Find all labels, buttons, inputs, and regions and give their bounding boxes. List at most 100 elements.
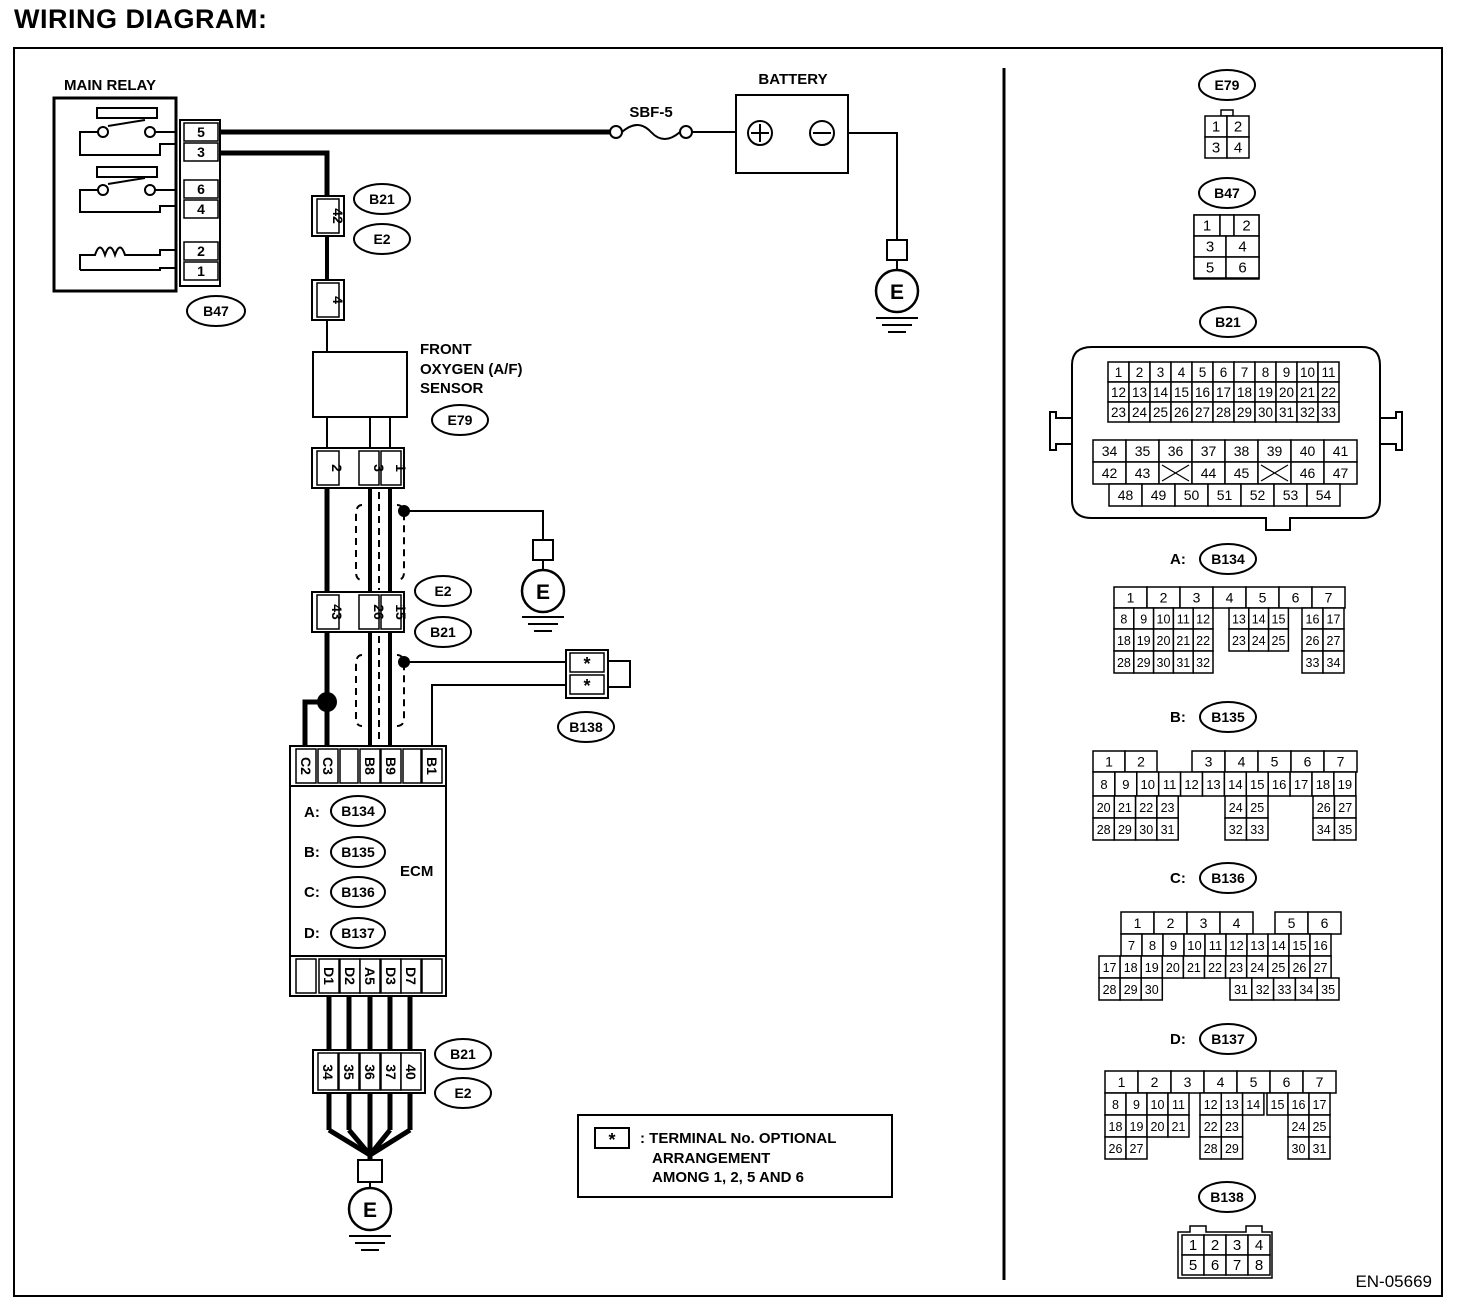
- ecm-pin: C3: [320, 757, 336, 775]
- connector-pin: 52: [1250, 487, 1266, 503]
- connector-pin: 14: [1153, 385, 1169, 400]
- connector-pin: 7: [1316, 1074, 1324, 1090]
- ecm-pin: B1: [424, 757, 440, 775]
- connector-pin: 10: [1187, 938, 1201, 953]
- connector-pin: 5: [1199, 365, 1207, 380]
- ground-icon: [520, 568, 566, 614]
- main-relay-label: MAIN RELAY: [64, 77, 156, 94]
- connector-pin: 24: [1292, 1120, 1306, 1134]
- connector-pin: 49: [1151, 487, 1167, 503]
- connector-pin: 13: [1206, 777, 1220, 792]
- joint-pin: 37: [383, 1064, 399, 1080]
- connector-tag-label: B135: [1211, 709, 1245, 725]
- sensor-pin: 1: [393, 464, 409, 472]
- connector-pin: 2: [1151, 1074, 1159, 1090]
- connector-pin: 15: [1292, 938, 1306, 953]
- connector-pin: 11: [1172, 1098, 1185, 1112]
- connector-pin: 3: [1193, 590, 1201, 606]
- connector-pin: 33: [1306, 656, 1320, 670]
- connector-pin: 24: [1252, 634, 1266, 648]
- note-line: : TERMINAL No. OPTIONAL: [640, 1130, 836, 1147]
- connector-pin: 33: [1250, 823, 1264, 837]
- connector-pin: 19: [1145, 961, 1159, 975]
- connector-pin: 37: [1201, 443, 1217, 459]
- connector-pin: 1: [1118, 1074, 1126, 1090]
- plug-pin: *: [583, 676, 590, 696]
- battery-minus-icon: [809, 120, 835, 146]
- connector-pin: 3: [1200, 915, 1208, 931]
- connector-pin: 10: [1141, 777, 1155, 792]
- connector-pin: 3: [1206, 239, 1214, 256]
- plug-pin: *: [583, 654, 590, 674]
- connector-pin: 4: [1226, 590, 1234, 606]
- connector-pin: 17: [1294, 777, 1308, 792]
- connector-pin: 23: [1111, 405, 1126, 420]
- connector-pin: 6: [1292, 590, 1300, 606]
- connector-pin: 29: [1118, 823, 1132, 837]
- ground-icon: [874, 268, 920, 314]
- ecm-row-letter: B:: [304, 844, 320, 861]
- connector-pin: 23: [1232, 634, 1246, 648]
- ground-label: E: [890, 281, 904, 304]
- connector-pin: 1: [1115, 365, 1123, 380]
- connector-pin: 26: [1109, 1142, 1123, 1156]
- wires-joint-to-ecm: [302, 632, 566, 746]
- connector-pin: 6: [1283, 1074, 1291, 1090]
- connector-pin: 20: [1157, 634, 1171, 648]
- battery: BATTERY: [735, 71, 898, 240]
- connector-pin: 15: [1272, 613, 1286, 627]
- connector-pin: 25: [1271, 961, 1285, 975]
- connector-pin: 28: [1117, 656, 1131, 670]
- connector-pin: 5: [1206, 260, 1214, 277]
- connector-pin: 18: [1109, 1120, 1123, 1134]
- connector-pin: 5: [1250, 1074, 1258, 1090]
- connector-letter: B:: [1170, 709, 1186, 726]
- connector-pin: 16: [1272, 777, 1286, 792]
- connector-pin: 28: [1097, 823, 1111, 837]
- connector-tag-label: B135: [341, 844, 375, 860]
- connector-pin: 14: [1271, 938, 1285, 953]
- battery-plus-icon: [747, 120, 773, 146]
- relay-pin: 4: [197, 201, 205, 217]
- connector-pin: 32: [1300, 405, 1315, 420]
- connector-pin: 28: [1103, 983, 1117, 997]
- wires-ecm-to-ground: [326, 996, 413, 1160]
- connector-pin: 1: [1189, 1237, 1197, 1254]
- joint-pin: 34: [320, 1064, 336, 1080]
- connector-pin: 25: [1272, 634, 1286, 648]
- ecm-pin: C2: [298, 757, 314, 775]
- connector-pin: 17: [1313, 1098, 1327, 1112]
- joint-pin: 26: [371, 604, 387, 620]
- connector-pin: 20: [1279, 385, 1294, 400]
- connector-pin: 16: [1195, 385, 1210, 400]
- connector-pin: 5: [1271, 754, 1279, 770]
- connector-tag-label: B21: [430, 624, 456, 640]
- connector-pin: 8: [1112, 1098, 1119, 1112]
- connector-pin: 27: [1130, 1142, 1144, 1156]
- connector-pin: 18: [1237, 385, 1252, 400]
- connector-pin: 29: [1237, 405, 1252, 420]
- connector-pin: 45: [1234, 465, 1250, 481]
- connector-pin: 34: [1317, 823, 1331, 837]
- connector-pin: 20: [1097, 801, 1111, 815]
- connector-pin: 21: [1187, 961, 1201, 975]
- connector-pin: 23: [1225, 1120, 1239, 1134]
- connector-pin: 27: [1327, 634, 1341, 648]
- connector-pin: 3: [1233, 1237, 1241, 1254]
- connector-pin: 33: [1321, 405, 1336, 420]
- connector-tag-label: B134: [1211, 551, 1245, 567]
- connector-pin: 21: [1300, 385, 1315, 400]
- connector-pin: 27: [1195, 405, 1210, 420]
- connector-letter: D:: [1170, 1031, 1186, 1048]
- connector-pin: 25: [1153, 405, 1168, 420]
- connector-pin: 18: [1316, 777, 1330, 792]
- connector-pin: 6: [1220, 365, 1228, 380]
- joint-pin: 43: [329, 604, 345, 620]
- connector-pin: 53: [1283, 487, 1299, 503]
- relay-pin: 6: [197, 181, 205, 197]
- connector-pin: 28: [1216, 405, 1231, 420]
